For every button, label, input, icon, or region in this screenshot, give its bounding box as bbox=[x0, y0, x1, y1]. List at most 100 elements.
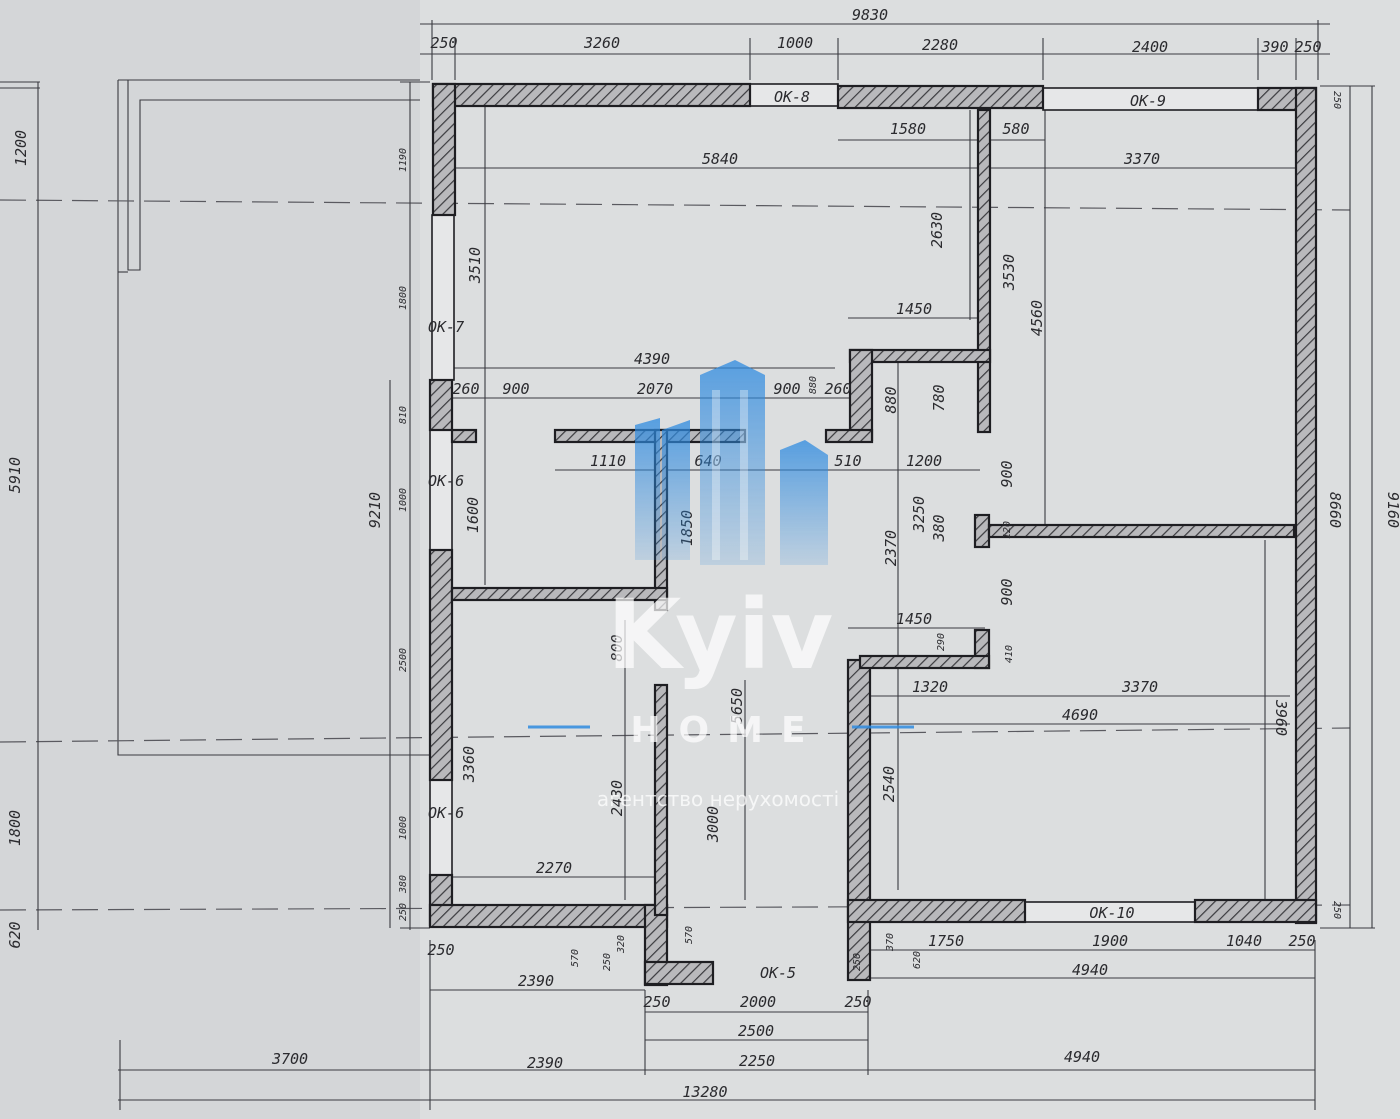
dim-left-in-4: 1000 bbox=[398, 488, 409, 512]
dim-bottom-250a: 250 bbox=[427, 941, 454, 959]
dimension-lines bbox=[0, 23, 1373, 1101]
bottom-dimensions: 250 570 250 320 570 2390 250 2000 250 25… bbox=[271, 926, 1316, 1101]
label-ok6b: ОК-6 bbox=[428, 804, 464, 822]
dim-left-in-1: 1190 bbox=[398, 148, 409, 172]
dim-1450b: 1450 bbox=[896, 610, 932, 628]
dim-bottom-1750: 1750 bbox=[928, 932, 964, 950]
dim-3000: 3000 bbox=[704, 806, 722, 843]
dim-left-in-6: 1000 bbox=[398, 816, 409, 840]
dim-bottom-2000: 2000 bbox=[740, 993, 776, 1011]
openings bbox=[429, 83, 1259, 923]
dim-4690: 4690 bbox=[1062, 706, 1098, 724]
dim-left-in-7: 380 bbox=[398, 875, 409, 894]
dim-1450a: 1450 bbox=[896, 300, 932, 318]
dim-2630: 2630 bbox=[928, 212, 946, 248]
opening-ok6b bbox=[429, 779, 453, 876]
dim-bottom-370: 370 bbox=[885, 933, 896, 952]
dim-260a: 260 bbox=[452, 380, 479, 398]
dim-2070: 2070 bbox=[637, 380, 673, 398]
dim-290: 290 bbox=[936, 633, 947, 651]
dim-left-1800: 1800 bbox=[6, 810, 24, 846]
dim-top-6: 390 bbox=[1260, 38, 1288, 56]
terrace-outline bbox=[117, 79, 430, 756]
dim-120: 120 bbox=[1002, 521, 1013, 539]
dim-bottom-13280: 13280 bbox=[682, 1083, 727, 1101]
opening-labels: ОК-8 ОК-9 ОК-7 ОК-6 ОК-6 ОК-5 ОК-10 bbox=[428, 88, 1166, 982]
dim-1320: 1320 bbox=[912, 678, 948, 696]
dim-4560: 4560 bbox=[1028, 300, 1046, 336]
dim-2270: 2270 bbox=[536, 859, 572, 877]
dim-2370: 2370 bbox=[882, 530, 900, 566]
dim-left-in-5: 2500 bbox=[398, 648, 409, 672]
dim-left-in-3: 810 bbox=[398, 406, 409, 424]
dim-900b: 900 bbox=[773, 380, 800, 398]
dim-top-overall: 9830 bbox=[852, 6, 888, 24]
dim-bottom-1040: 1040 bbox=[1226, 932, 1262, 950]
dim-top-1: 250 bbox=[430, 34, 457, 52]
left-dimensions: 1200 5910 1800 620 9210 1190 1800 810 10… bbox=[6, 130, 409, 949]
dim-left-5910: 5910 bbox=[6, 457, 24, 493]
opening-ok7 bbox=[431, 214, 455, 381]
label-ok8: ОК-8 bbox=[774, 88, 810, 106]
dim-right-250a: 250 bbox=[1331, 91, 1342, 109]
dim-top-4: 2280 bbox=[922, 36, 958, 54]
dim-bottom-2390a: 2390 bbox=[518, 972, 554, 990]
dim-4390: 4390 bbox=[634, 350, 670, 368]
dim-3370a: 3370 bbox=[1123, 150, 1160, 168]
walls bbox=[428, 82, 1318, 987]
dim-top-2: 3260 bbox=[583, 34, 620, 52]
dim-bottom-2500: 2500 bbox=[738, 1022, 774, 1040]
dim-1600: 1600 bbox=[464, 497, 482, 533]
dim-880a: 880 bbox=[808, 376, 819, 394]
dim-left-9210: 9210 bbox=[366, 492, 384, 528]
dim-bottom-570b: 570 bbox=[684, 926, 695, 944]
dim-5840: 5840 bbox=[702, 150, 738, 168]
dim-900c: 900 bbox=[998, 460, 1016, 487]
dim-bottom-3700: 3700 bbox=[271, 1050, 308, 1068]
dim-bottom-570a: 570 bbox=[570, 949, 581, 967]
dim-510: 510 bbox=[834, 452, 861, 470]
dim-bottom-250b: 250 bbox=[602, 953, 613, 971]
dim-1110: 1110 bbox=[590, 452, 626, 470]
watermark-tagline: агентство нерухомості bbox=[597, 787, 839, 811]
dim-left-1200: 1200 bbox=[12, 130, 30, 166]
dim-bottom-250d: 250 bbox=[844, 993, 871, 1011]
label-ok10: ОК-10 bbox=[1089, 904, 1134, 922]
top-dimensions: 9830 250 3260 1000 2280 2400 390 250 bbox=[430, 6, 1321, 56]
watermark-buildings-icon bbox=[635, 360, 828, 565]
dim-left-in-8: 250 bbox=[398, 903, 409, 921]
dim-left-620: 620 bbox=[6, 921, 24, 948]
dim-bottom-2390b: 2390 bbox=[527, 1054, 563, 1072]
watermark-sub: HOME bbox=[630, 710, 823, 751]
label-ok9: ОК-9 bbox=[1130, 92, 1166, 110]
dim-3250: 3250 bbox=[910, 496, 928, 533]
dim-5650: 5650 bbox=[728, 688, 746, 724]
watermark: Kyiv HOME агентство нерухомості bbox=[528, 360, 914, 811]
watermark-brand: Kyiv bbox=[607, 579, 833, 691]
dim-380: 380 bbox=[930, 514, 948, 542]
dim-900a: 900 bbox=[502, 380, 529, 398]
dim-410: 410 bbox=[1004, 645, 1015, 663]
dim-780: 780 bbox=[930, 384, 948, 411]
dim-bottom-250c: 250 bbox=[643, 993, 670, 1011]
dim-880b: 880 bbox=[882, 386, 900, 413]
dim-top-7: 250 bbox=[1294, 38, 1321, 56]
dim-bottom-320: 320 bbox=[616, 935, 627, 954]
dim-bottom-2250: 2250 bbox=[739, 1052, 775, 1070]
label-ok7: ОК-7 bbox=[428, 318, 464, 336]
paper-shadow bbox=[0, 0, 420, 1119]
dim-bottom-250f: 250 bbox=[1288, 932, 1315, 950]
dim-bottom-250e: 250 bbox=[852, 953, 863, 971]
label-ok5: ОК-5 bbox=[760, 964, 796, 982]
dim-3960: 3960 bbox=[1272, 699, 1290, 736]
dim-bottom-4940b: 4940 bbox=[1064, 1048, 1100, 1066]
dim-3530: 3530 bbox=[1000, 254, 1018, 291]
dim-bottom-620: 620 bbox=[912, 951, 923, 969]
right-dimensions: 9160 8660 250 250 bbox=[1326, 91, 1400, 919]
dim-3360: 3360 bbox=[460, 746, 478, 783]
interior-dimensions: 5840 1580 580 3370 3510 2630 3530 4560 1… bbox=[452, 120, 1290, 877]
dim-right-8660: 8660 bbox=[1326, 492, 1344, 528]
dim-top-5: 2400 bbox=[1132, 38, 1168, 56]
label-ok6a: ОК-6 bbox=[428, 472, 464, 490]
dim-900d: 900 bbox=[998, 578, 1016, 605]
